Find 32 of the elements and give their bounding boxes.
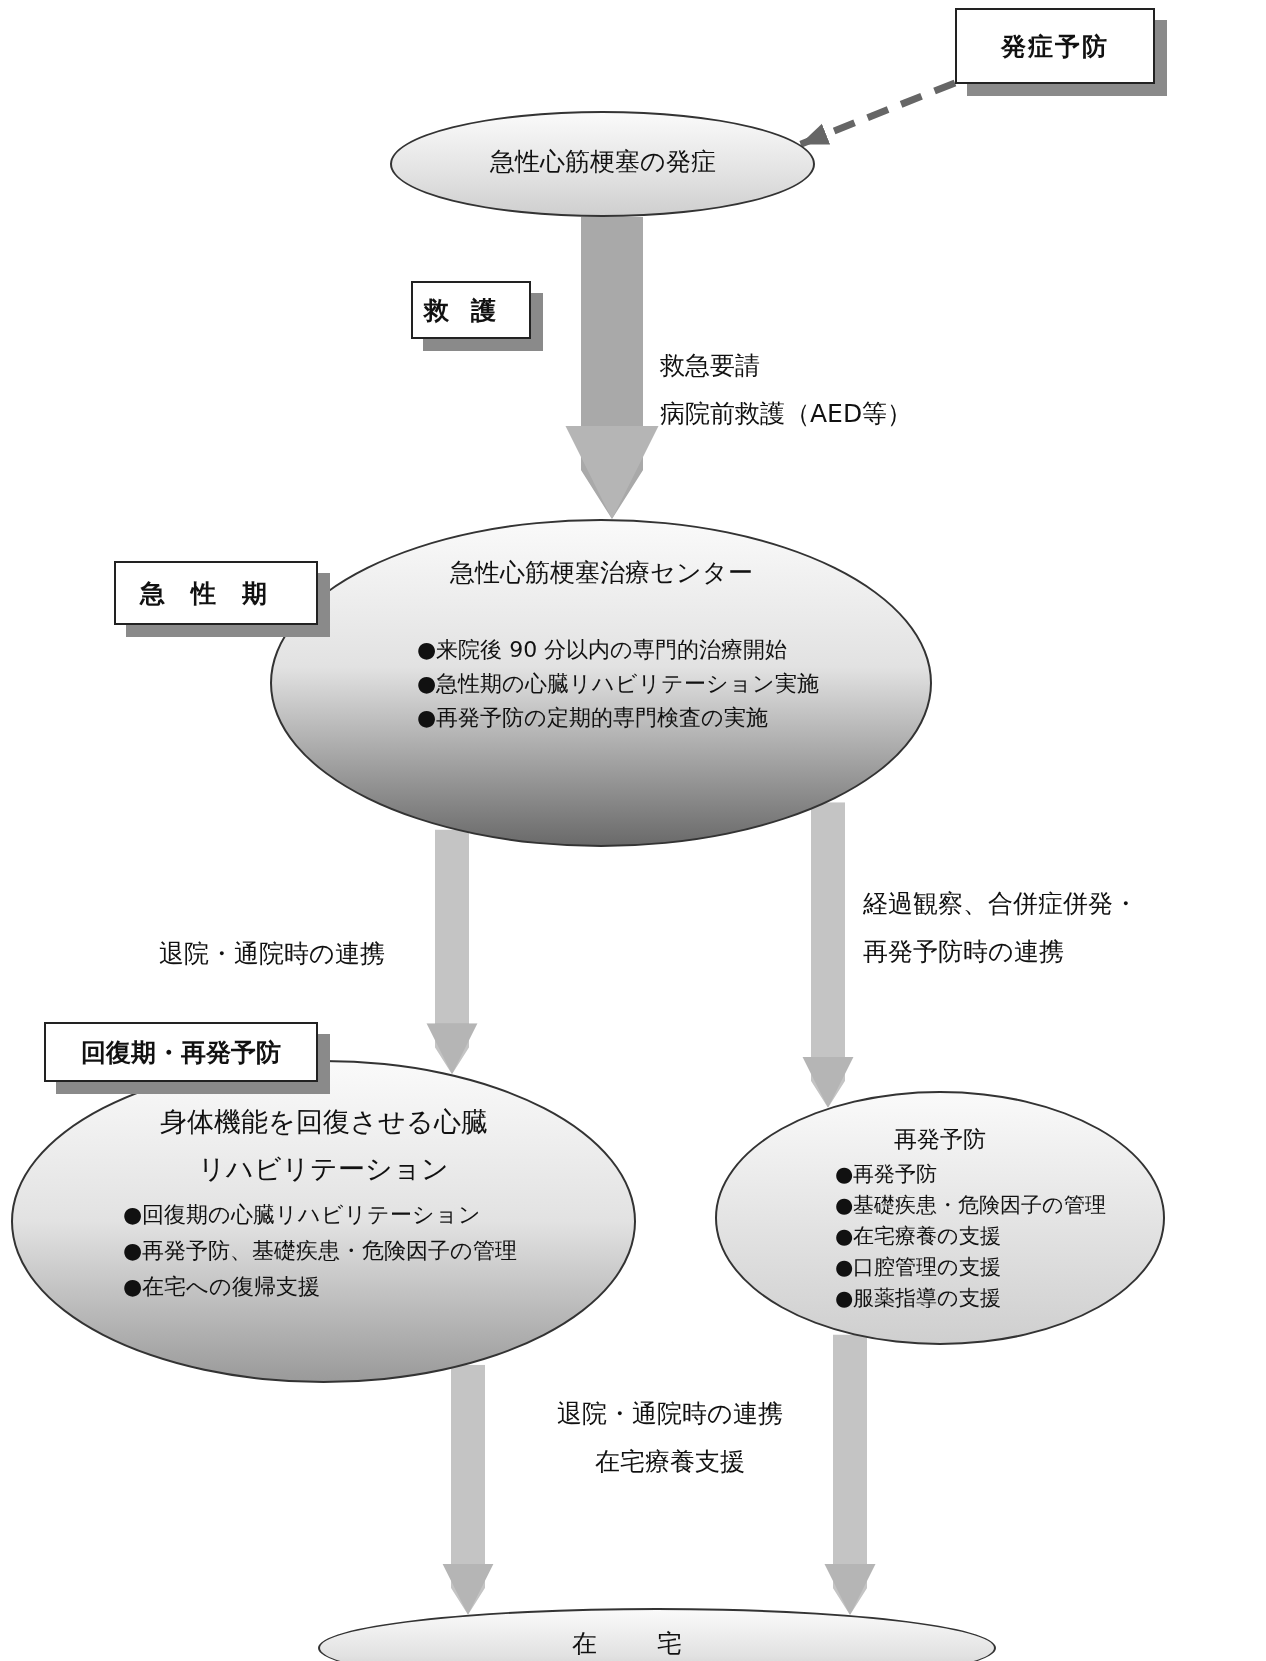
- edge-note: 退院・通院時の連携: [159, 938, 385, 970]
- edge-note: 病院前救護（AED等）: [660, 398, 913, 430]
- block-arrow: [802, 802, 854, 1108]
- block-arrow: [426, 829, 478, 1075]
- block-arrow: [442, 1364, 494, 1615]
- edge-note: 退院・通院時の連携: [556, 1398, 784, 1430]
- block-arrow: [565, 216, 659, 520]
- box-label: 発症予防: [1001, 30, 1109, 63]
- box-label: 急性期: [139, 577, 293, 610]
- node-title: 身体機能を回復させる心臓リハビリテーション: [158, 1105, 489, 1187]
- bullet-item: ●在宅への復帰支援: [123, 1272, 322, 1301]
- bullet-item: ●回復期の心臓リハビリテーション: [123, 1200, 483, 1229]
- box-label: 救護: [424, 294, 518, 327]
- edge-note: 救急要請: [660, 350, 760, 382]
- edge-note: 経過観察、合併症併発・再発予防時の連携: [863, 888, 1139, 968]
- bullet-item: ●来院後 90 分以内の専門的治療開始: [417, 635, 789, 664]
- bullet-item: ●再発予防: [835, 1161, 939, 1189]
- node-title: 急性心筋梗塞の発症: [489, 146, 716, 178]
- edge-note: 在宅療養支援: [594, 1446, 746, 1478]
- bullet-item: ●再発予防の定期的専門検査の実施: [417, 703, 770, 732]
- box-label: 回復期・再発予防: [81, 1036, 281, 1069]
- dashed-arrow: [798, 79, 957, 148]
- bullet-item: ●再発予防、基礎疾患・危険因子の管理: [123, 1236, 518, 1265]
- node-title: 在宅: [572, 1628, 742, 1660]
- bullet-item: ●在宅療養の支援: [835, 1223, 1003, 1251]
- bullet-item: ●基礎疾患・危険因子の管理: [835, 1192, 1107, 1220]
- node-title: 再発予防: [894, 1125, 986, 1154]
- bullet-item: ●急性期の心臓リハビリテーション実施: [417, 669, 820, 698]
- block-arrow: [824, 1334, 876, 1616]
- bullet-item: ●口腔管理の支援: [835, 1254, 1003, 1282]
- bullet-item: ●服薬指導の支援: [835, 1285, 1003, 1313]
- node-title: 急性心筋梗塞治療センター: [449, 557, 753, 589]
